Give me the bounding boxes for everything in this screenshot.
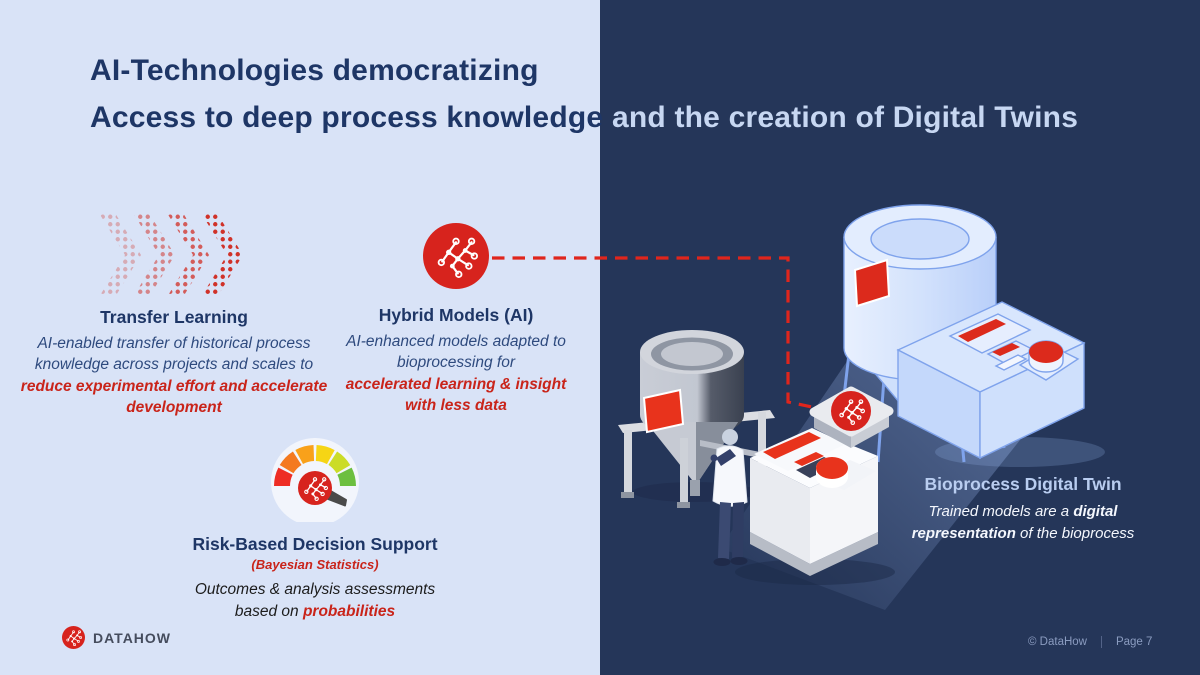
risk-highlight: probabilities (302, 603, 396, 620)
risk-body-line1: Outcomes & analysis assessments (194, 581, 436, 598)
digital-twin-machine (836, 204, 1086, 463)
operator-person (710, 429, 748, 566)
twin-body-suffix: of the bioprocess (1015, 524, 1135, 542)
hybrid-body: AI-enhanced models adapted to bioprocess… (346, 333, 566, 372)
footer-divider (1100, 636, 1102, 648)
datahow-logo-icon (62, 626, 85, 649)
page-number: Page 7 (1115, 636, 1153, 648)
twin-heading: Bioprocess Digital Twin (924, 474, 1122, 494)
copyright-text: © DataHow (1028, 636, 1087, 648)
transfer-body: AI-enabled transfer of historical proces… (34, 335, 314, 374)
section-risk-decision-support: Risk-Based Decision Support (Bayesian St… (150, 430, 480, 623)
risk-body-line2-prefix: based on (234, 603, 303, 620)
risk-heading: Risk-Based Decision Support (192, 534, 438, 554)
bioprocess-illustration (618, 204, 1105, 610)
benchtop-analyzer (735, 428, 895, 585)
twin-body-bold: digital representation (911, 503, 1118, 542)
twin-body: Trained models are a digital representat… (905, 501, 1141, 545)
footer-brand: DATAHOW (62, 626, 171, 649)
page-title-line2-left: Access to deep process knowledge (90, 101, 604, 134)
risk-subheading: (Bayesian Statistics) (251, 557, 379, 572)
transfer-highlight: reduce experimental effort and accelerat… (20, 377, 328, 417)
page-title-line2-right: and the creation of Digital Twins (612, 101, 1079, 134)
page-title-line1: AI-Technologies democratizing (90, 54, 539, 87)
risk-gauge-icon (271, 438, 359, 522)
risk-body: Outcomes & analysis assessments based on… (150, 579, 480, 623)
footer-meta: © DataHow Page 7 (1028, 636, 1152, 648)
brand-name: DATAHOW (93, 629, 172, 646)
twin-body-prefix: Trained models are a (928, 503, 1074, 520)
hybrid-heading: Hybrid Models (AI) (378, 305, 534, 325)
section-transfer-learning: Transfer Learning AI-enabled transfer of… (18, 213, 330, 419)
ai-model-chip (809, 386, 894, 448)
section-hybrid-models: Hybrid Models (AI) AI-enhanced models ad… (340, 223, 572, 417)
section-bioprocess-digital-twin: Bioprocess Digital Twin Trained models a… (905, 474, 1141, 545)
hybrid-highlight: accelerated learning & insight with less… (345, 375, 567, 415)
transfer-heading: Transfer Learning (100, 307, 248, 327)
neural-network-icon (423, 223, 489, 289)
chevron-dots-icon (99, 213, 243, 297)
